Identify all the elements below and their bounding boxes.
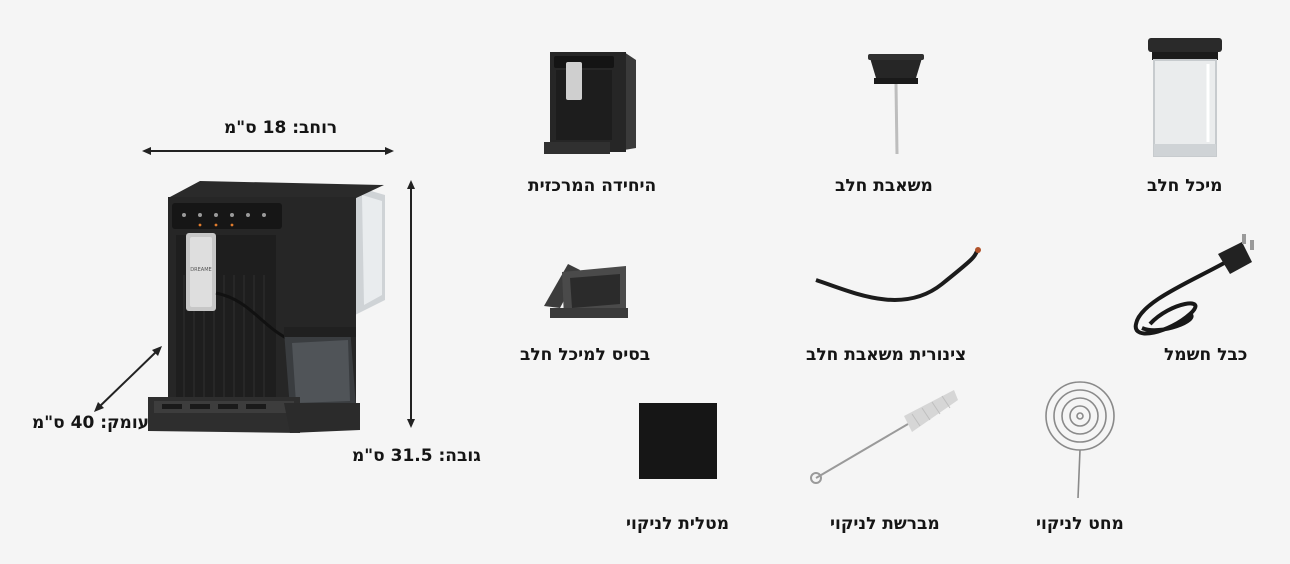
- power-cable-image: [1133, 234, 1254, 336]
- pump-tube-image: [815, 247, 981, 302]
- milk-pump-image: [868, 54, 924, 155]
- container-base-image: [544, 264, 628, 318]
- depth-label: עומק: 40 ס"מ: [32, 413, 150, 433]
- cleaning-needle-image: [1045, 381, 1115, 499]
- brand-logo: DREAME: [190, 267, 211, 273]
- cleaning-brush-image: [810, 390, 958, 484]
- height-arrow: [407, 180, 415, 428]
- cleaning-needle-label: מחט לניקוי: [1036, 514, 1124, 534]
- milk-pump-label: משאבת חלב: [835, 176, 933, 196]
- cleaning-cloth-label: מטלית לניקוי: [626, 514, 730, 534]
- cleaning-brush-label: מברשת לניקוי: [830, 514, 940, 534]
- width-label: רוחב: 18 ס"מ: [224, 118, 338, 138]
- milk-container-label: מיכל חלב: [1147, 176, 1223, 196]
- power-cable-label: כבל חשמל: [1164, 345, 1248, 365]
- pump-tube-label: צינורית משאבת חלב: [806, 345, 967, 365]
- depth-arrow: [94, 346, 162, 412]
- coffee-machine-image: DREAME: [148, 181, 385, 433]
- main-unit-label: היחידה המרכזית: [528, 176, 657, 196]
- cleaning-cloth-image: [639, 403, 717, 479]
- height-label: גובה: 31.5 ס"מ: [352, 446, 481, 466]
- container-base-label: בסיס למיכל חלב: [520, 345, 651, 365]
- width-arrow: [142, 147, 394, 155]
- milk-container-image: [1148, 38, 1222, 157]
- main-unit-image: [544, 52, 636, 154]
